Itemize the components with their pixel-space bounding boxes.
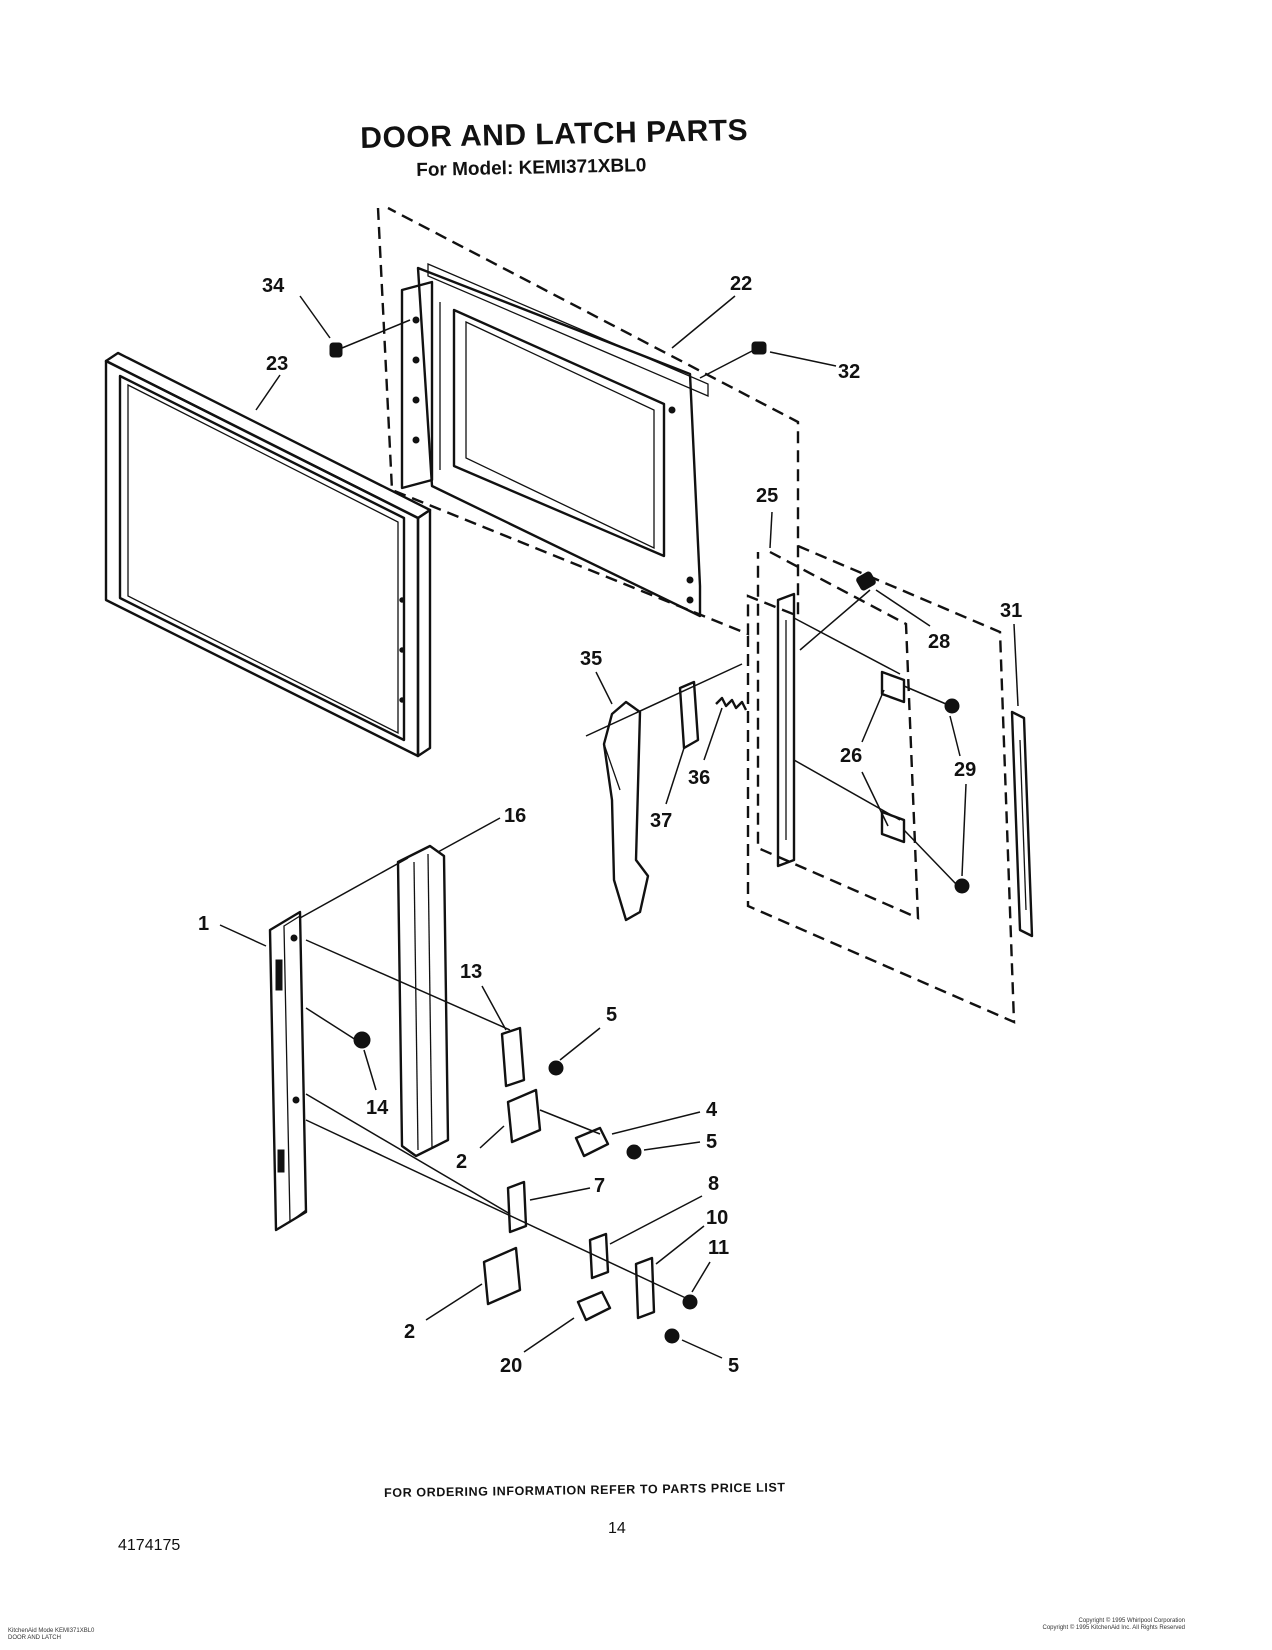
callout-5-middle: 5 xyxy=(706,1131,717,1153)
callout-26: 26 xyxy=(840,745,862,767)
callout-35: 35 xyxy=(580,648,602,670)
callout-7: 7 xyxy=(594,1175,605,1197)
door-strip-31 xyxy=(1010,710,1034,938)
screw-14 xyxy=(353,1031,371,1049)
callout-14: 14 xyxy=(366,1097,389,1119)
bracket-20 xyxy=(576,1290,680,1344)
lever-10 xyxy=(634,1256,698,1320)
callout-23: 23 xyxy=(266,353,288,375)
callout-32: 32 xyxy=(838,361,860,383)
switch-13 xyxy=(500,1026,526,1088)
door-choke-frame xyxy=(104,351,432,758)
callout-2-upper: 2 xyxy=(456,1151,467,1173)
callout-25: 25 xyxy=(756,485,778,507)
callout-5-lower: 5 xyxy=(728,1355,739,1377)
footer-left-line-1: KitchenAid Mode KEMI371XBL0 xyxy=(8,1628,95,1634)
hinge-assembly xyxy=(756,550,920,920)
callout-20: 20 xyxy=(500,1355,522,1377)
page-number: 14 xyxy=(608,1520,626,1537)
screw-5a xyxy=(548,1060,564,1076)
callout-29: 29 xyxy=(954,759,976,781)
footer-right-line-2: Copyright © 1995 KitchenAid Inc. All Rig… xyxy=(1042,1625,1186,1631)
latch-pin-37 xyxy=(678,680,700,750)
callout-13: 13 xyxy=(460,961,482,983)
callout-36: 36 xyxy=(688,767,710,789)
footer-left: KitchenAid Mode KEMI371XBL0 DOOR AND LAT… xyxy=(8,1628,94,1642)
switch-mount-16 xyxy=(396,844,450,1158)
switch-2a xyxy=(506,1088,601,1144)
screw-34 xyxy=(329,319,411,358)
callout-16: 16 xyxy=(504,805,526,827)
callout-28: 28 xyxy=(928,631,950,653)
callout-34: 34 xyxy=(262,275,285,297)
footer-right-line-1: Copyright © 1995 Whirlpool Corporation xyxy=(1078,1618,1185,1624)
plate-7 xyxy=(506,1180,528,1234)
callout-8: 8 xyxy=(708,1173,719,1195)
callout-31: 31 xyxy=(1000,600,1022,622)
callout-5-upper: 5 xyxy=(606,1004,617,1026)
callout-22: 22 xyxy=(730,273,752,295)
screw-32 xyxy=(699,341,767,379)
callout-37: 37 xyxy=(650,810,672,832)
spring-36 xyxy=(715,696,748,711)
latch-bracket-1 xyxy=(268,857,691,1301)
screws-29 xyxy=(903,685,970,894)
footer-copyright: Copyright © 1995 Whirlpool Corporation C… xyxy=(990,1618,1186,1632)
callouts: 34 23 22 32 25 28 31 35 26 29 36 37 16 1… xyxy=(198,273,1022,1377)
callout-2-lower: 2 xyxy=(404,1321,415,1343)
door-assembly-group xyxy=(376,206,1016,1024)
callout-1: 1 xyxy=(198,913,209,935)
callout-10: 10 xyxy=(706,1207,728,1229)
screw-28 xyxy=(856,571,876,591)
footer-left-line-2: DOOR AND LATCH xyxy=(8,1635,61,1641)
callout-11: 11 xyxy=(708,1237,729,1259)
latch-35 xyxy=(585,663,743,922)
switch-8 xyxy=(588,1232,610,1280)
actuator-4 xyxy=(574,1126,642,1160)
callout-4: 4 xyxy=(706,1099,718,1121)
document-number: 4174175 xyxy=(118,1537,181,1554)
switch-2b xyxy=(482,1246,522,1306)
